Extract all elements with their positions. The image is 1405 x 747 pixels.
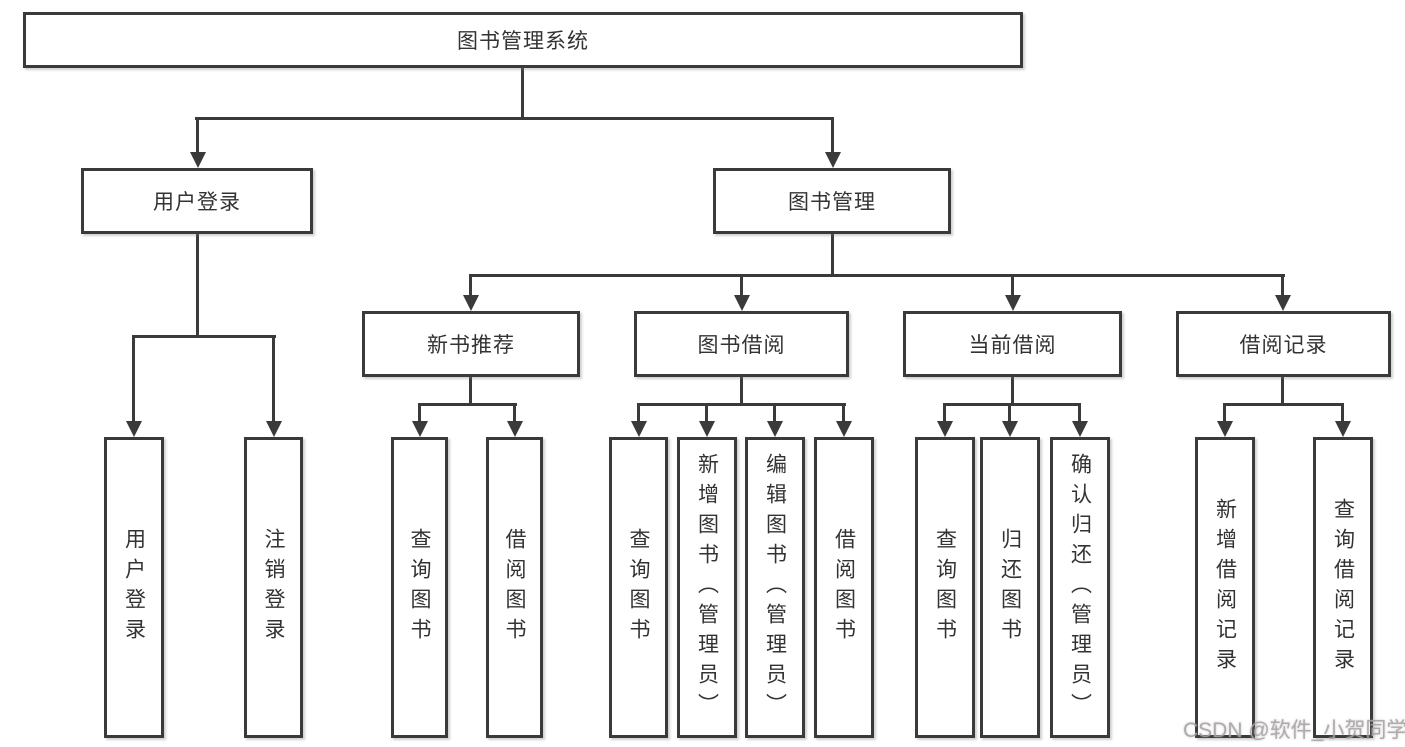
- arrow-down-user-login: [189, 120, 206, 168]
- leaf-confirm-return-admin: 确认归还（管理员）: [1050, 437, 1110, 738]
- arrow-down-leaf: [630, 406, 647, 437]
- arrow-down-leaf: [1334, 406, 1351, 437]
- arrow-down-leaf: [411, 406, 428, 437]
- arrow-down-login-leaf: [125, 338, 142, 437]
- node-label: 新书推荐: [427, 334, 515, 357]
- leaf-add-book-admin: 新增图书（管理员）: [677, 437, 737, 738]
- arrow-down-leaf: [835, 406, 852, 437]
- csdn-watermark: CSDN @软件_小贺同学: [1183, 719, 1405, 742]
- node-borrow-record: 借阅记录: [1176, 311, 1391, 377]
- node-label: 注销登录: [262, 527, 285, 648]
- connector-book-borrow-rail: [637, 403, 846, 406]
- arrow-down-leaf: [1216, 406, 1233, 437]
- connector-book-borrow-stem: [740, 375, 743, 406]
- connector-root-stem: [521, 66, 524, 120]
- connector-current-borrow-stem: [1011, 375, 1014, 406]
- node-label: 新增图书（管理员）: [695, 452, 719, 723]
- leaf-user-login: 用户登录: [104, 437, 164, 738]
- arrow-down-leaf: [766, 406, 783, 437]
- node-label: 当前借阅: [968, 334, 1057, 357]
- node-label: 图书借阅: [697, 334, 786, 357]
- node-current-borrow: 当前借阅: [903, 311, 1122, 377]
- leaf-query-borrow-record: 查询借阅记录: [1313, 437, 1373, 738]
- connector-book-mgmt-stem: [831, 232, 834, 277]
- connector-borrow-record-stem: [1281, 375, 1284, 406]
- node-label: 查询借阅记录: [1331, 497, 1355, 678]
- node-new-book-recommend: 新书推荐: [362, 311, 580, 377]
- node-label: 用户登录: [122, 527, 146, 648]
- arrow-down-leaf: [1001, 406, 1018, 437]
- arrow-down-logout-leaf: [265, 338, 282, 437]
- node-label: 借阅图书: [832, 527, 856, 648]
- connector-user-login-stem: [196, 232, 199, 338]
- node-book-borrow: 图书借阅: [634, 311, 849, 377]
- leaf-query-book: 查询图书: [915, 437, 975, 738]
- node-root: 图书管理系统: [23, 12, 1023, 68]
- arrow-down-current-borrow: [1004, 277, 1021, 311]
- connector-current-borrow-rail: [943, 403, 1081, 406]
- connector-level2-rail: [195, 117, 834, 120]
- arrow-down-leaf: [936, 406, 953, 437]
- arrow-down-new-book: [462, 277, 479, 311]
- node-user-login: 用户登录: [81, 168, 313, 234]
- leaf-query-book: 查询图书: [609, 437, 668, 738]
- node-label: 查询图书: [627, 527, 650, 648]
- node-label: 用户登录: [153, 191, 241, 214]
- connector-level3-rail: [469, 274, 1285, 277]
- leaf-add-borrow-record: 新增借阅记录: [1195, 437, 1255, 738]
- node-label: 查询图书: [408, 527, 431, 648]
- node-label: 图书管理: [788, 191, 876, 214]
- leaf-query-book: 查询图书: [391, 437, 448, 738]
- arrow-down-book-mgmt: [824, 120, 841, 168]
- arrow-down-book-borrow: [733, 277, 750, 311]
- node-label: 借阅记录: [1239, 334, 1328, 357]
- leaf-return-book: 归还图书: [980, 437, 1040, 738]
- node-label: 确认归还（管理员）: [1068, 452, 1092, 723]
- node-label: 图书管理系统: [457, 30, 589, 53]
- connector-new-book-stem: [469, 375, 472, 406]
- node-label: 查询图书: [933, 527, 957, 648]
- node-book-mgmt: 图书管理: [713, 168, 951, 234]
- leaf-edit-book-admin: 编辑图书（管理员）: [745, 437, 805, 738]
- arrow-down-leaf: [698, 406, 715, 437]
- arrow-down-leaf: [1071, 406, 1088, 437]
- node-label: 借阅图书: [503, 527, 526, 648]
- arrow-down-borrow-record: [1274, 277, 1291, 311]
- connector-borrow-record-rail: [1223, 403, 1344, 406]
- node-label: 新增借阅记录: [1213, 497, 1237, 678]
- connector-new-book-rail: [418, 403, 517, 406]
- leaf-borrow-book: 借阅图书: [486, 437, 543, 738]
- arrow-down-leaf: [506, 406, 523, 437]
- leaf-borrow-book: 借阅图书: [814, 437, 874, 738]
- leaf-logout: 注销登录: [244, 437, 303, 738]
- connector-user-login-rail: [132, 335, 276, 338]
- node-label: 编辑图书（管理员）: [763, 452, 787, 723]
- node-label: 归还图书: [998, 527, 1022, 648]
